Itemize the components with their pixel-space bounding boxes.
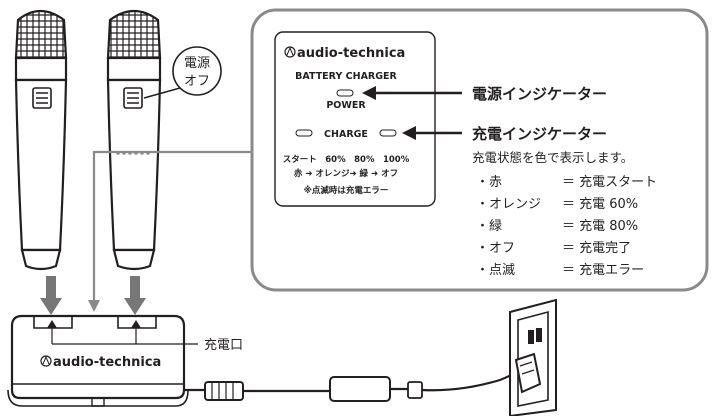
insert-arrow-right: [124, 276, 146, 315]
status-key: ・オレンジ: [476, 197, 541, 212]
microphone-right: [106, 9, 162, 271]
power-led-label: POWER: [326, 100, 366, 111]
status-key: ・赤: [476, 175, 502, 190]
charge-led-right: [379, 129, 397, 137]
status-value: ＝ 充電スタート: [562, 174, 657, 190]
charging-port-label: 充電口: [204, 337, 243, 353]
panel-title: BATTERY CHARGER: [295, 71, 397, 82]
status-key: ・点滅: [476, 263, 515, 278]
charge-indicator-arrow: [402, 126, 462, 140]
legend-row-percent: スタート 60% 80% 100%: [283, 154, 410, 165]
callout-line2: オフ: [184, 74, 210, 89]
power-indicator-label: 電源インジケーター: [472, 85, 607, 103]
ac-adapter: [329, 376, 391, 402]
power-indicator-arrow: [362, 86, 462, 100]
charger-label-panel: audio-technica BATTERY CHARGER POWER CHA…: [274, 31, 436, 207]
insert-arrow-left: [40, 276, 62, 315]
insert-arrow-middle: [88, 300, 100, 312]
charge-indicator-description: 充電状態を色で表示します。: [472, 150, 633, 165]
status-key: ・緑: [476, 219, 502, 234]
panel-connector-line: [92, 150, 252, 300]
power-led: [336, 89, 354, 97]
brand-text-panel: audio-technica: [297, 46, 405, 61]
legend-row-colors: 赤 ➜ オレンジ➜ 緑 ➜ オフ: [294, 168, 398, 179]
status-value: ＝ 充電エラー: [562, 262, 644, 278]
power-off-callout: 電源 オフ: [143, 46, 222, 99]
brand-logo-panel: audio-technica: [284, 46, 405, 61]
status-value: ＝ 充電 80%: [562, 218, 638, 234]
charge-indicator-label: 充電インジケーター: [472, 125, 607, 143]
power-cable: [184, 367, 523, 402]
charge-led-label: CHARGE: [324, 129, 368, 140]
callout-line1: 電源: [184, 56, 210, 71]
charger-base: audio-technica: [7, 314, 189, 407]
status-value: ＝ 充電 60%: [562, 196, 638, 212]
microphone-left: [14, 9, 68, 271]
status-value: ＝ 充電完了: [562, 240, 631, 256]
charging-port-callout: 充電口: [47, 320, 243, 353]
error-note: ※点滅時は充電エラー: [304, 185, 389, 196]
charge-status-list: ・赤 ＝ 充電スタート ・オレンジ ＝ 充電 60% ・緑 ＝ 充電 80% ・…: [476, 174, 657, 278]
wall-outlet: [509, 298, 557, 418]
brand-logo-charger: audio-technica: [40, 355, 161, 370]
charge-led-left: [295, 129, 313, 137]
status-key: ・オフ: [476, 241, 515, 256]
brand-text-charger: audio-technica: [53, 355, 161, 370]
